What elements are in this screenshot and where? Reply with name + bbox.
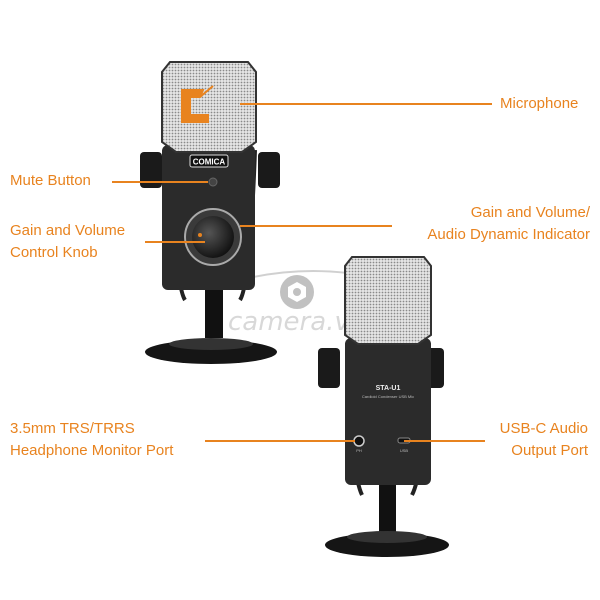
microphone-back: STA-U1 Cardioid Condenser USB Mic PH USB [318, 256, 449, 557]
label-line: Gain and Volume [10, 222, 126, 239]
label-line: Output Port [511, 442, 588, 459]
label-line: Audio Dynamic Indicator [427, 226, 590, 243]
label-line: Headphone Monitor Port [10, 442, 174, 459]
headphone-port[interactable] [353, 435, 365, 447]
label-line: Control Knob [10, 244, 98, 261]
label-headphone-port: 3.5mm TRS/TRRS Headphone Monitor Port [10, 418, 173, 462]
label-line: Gain and Volume/ [470, 204, 590, 221]
callout-lines [112, 103, 492, 442]
svg-text:camera.vn: camera.vn [228, 307, 366, 337]
svg-text:PH: PH [356, 448, 362, 453]
svg-text:Cardioid Condenser USB Mic: Cardioid Condenser USB Mic [362, 394, 414, 399]
svg-text:STA-U1: STA-U1 [376, 385, 401, 392]
mute-button[interactable] [208, 177, 218, 187]
label-gain-knob: Gain and Volume Control Knob [10, 220, 125, 264]
label-usb-port: USB-C Audio Output Port [500, 418, 588, 462]
label-mute-button: Mute Button [10, 172, 91, 189]
label-line: 3.5mm TRS/TRRS [10, 420, 135, 437]
svg-text:USB: USB [400, 448, 409, 453]
label-microphone: Microphone [500, 95, 579, 112]
label-gain-indicator: Gain and Volume/ Audio Dynamic Indicator [427, 202, 590, 246]
watermark: camera.vn [228, 270, 421, 337]
gain-knob[interactable] [192, 216, 234, 258]
label-line: USB-C Audio [499, 420, 588, 437]
svg-text:COMICA: COMICA [193, 158, 226, 167]
microphone-front: COMICA [140, 61, 280, 364]
